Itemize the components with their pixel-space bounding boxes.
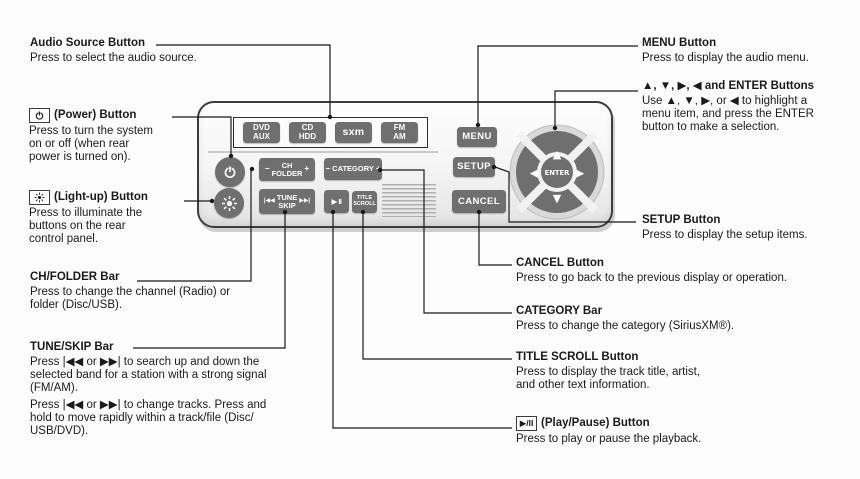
callout-title: ▶/II (Play/Pause) Button [516,416,701,431]
callout-title: CH/FOLDER Bar [30,271,120,283]
arrow-down-icon[interactable]: ▼ [553,192,562,205]
leader-title-scroll [362,213,512,360]
ch-folder-bar[interactable]: − CH FOLDER + [259,158,315,181]
power-icon [29,108,50,123]
callout-menu: MENU Button Press to display the audio m… [642,37,809,64]
callout-play-pause: ▶/II (Play/Pause) Button Press to play o… [516,416,702,445]
callout-title: SETUP Button [642,214,721,226]
menu-button[interactable]: MENU [457,127,497,147]
callout-title: TITLE SCROLL Button [516,351,639,363]
panel-divider [208,151,438,153]
cd-hdd-label-top: CD [301,123,314,133]
dvd-aux-button[interactable]: DVD AUX [243,122,280,143]
play-pause-icon: ▶ II [331,196,342,206]
callout-title: TUNE/SKIP Bar [30,341,114,353]
power-icon [224,166,236,179]
arrow-up-icon[interactable]: ▲ [553,148,562,161]
light-up-button[interactable] [214,188,244,218]
callout-dpad-enter: ▲, ▼, ▶, ◀ and ENTER Buttons Use ▲, ▼, ▶… [642,80,815,133]
callout-title: MENU Button [642,37,717,49]
audio-source-button-group: DVD AUX CD HDD sxm FM AM [233,117,428,148]
cd-hdd-label-bottom: HDD [298,131,317,141]
siriusxm-logo: sxm [342,125,365,138]
cd-hdd-button[interactable]: CD HDD [289,122,326,143]
rear-control-panel: DVD AUX CD HDD sxm FM AM [197,101,613,228]
fm-am-button[interactable]: FM AM [381,122,418,143]
cancel-button[interactable]: CANCEL [452,190,506,213]
callout-category: CATEGORY Bar Press to change the categor… [516,305,735,332]
tune-skip-label: TUNE SKIP [276,192,298,210]
callout-title: ▲, ▼, ▶, ◀ and ENTER Buttons [642,80,815,92]
fm-am-label-bottom: AM [393,131,406,141]
menu-label: MENU [462,131,492,143]
power-button[interactable] [215,157,245,187]
tune-skip-bar[interactable]: |◀◀ TUNE SKIP ▶▶| [259,189,315,214]
callout-tune-skip: TUNE/SKIP Bar Press |◀◀ or ▶▶| to search… [30,341,267,437]
callout-light-up: (Light-up) Button Press to illuminate th… [29,190,148,245]
callout-power: (Power) Button Press to turn the system … [29,108,153,163]
arrow-right-icon[interactable]: ▶ [576,167,585,180]
callout-ch-folder: CH/FOLDER Bar Press to change the channe… [30,271,231,311]
dvd-aux-label-top: DVD [253,123,270,133]
callout-title: CATEGORY Bar [516,305,603,317]
setup-label: SETUP [457,161,491,173]
category-minus[interactable]: − [325,163,331,173]
enter-label: ENTER [545,169,571,177]
directional-pad[interactable]: ENTER ▲ ▼ ◀ ▶ [507,122,607,222]
leader-play-pause [332,213,512,429]
callout-cancel: CANCEL Button Press to go back to the pr… [516,257,788,284]
title-scroll-button[interactable]: TITLE SCROLL [352,191,377,213]
callout-title: CANCEL Button [516,257,604,269]
setup-button[interactable]: SETUP [453,157,495,177]
ch-folder-plus[interactable]: + [304,164,310,174]
dvd-aux-label-bottom: AUX [253,131,270,141]
light-up-icon [221,195,237,211]
category-bar[interactable]: − CATEGORY + [324,158,382,180]
siriusxm-button[interactable]: sxm [335,122,372,143]
callout-title: (Light-up) Button [29,190,148,205]
category-plus[interactable]: + [375,163,381,173]
callout-title: Audio Source Button [30,37,145,49]
cancel-label: CANCEL [458,195,500,207]
speaker-grille [382,184,436,217]
skip-back-icon[interactable]: |◀◀ [263,198,275,205]
skip-forward-icon[interactable]: ▶▶| [299,198,311,205]
arrow-left-icon[interactable]: ◀ [530,167,539,180]
category-label: CATEGORY [332,164,374,174]
ch-folder-minus[interactable]: − [264,164,270,174]
callout-title-scroll: TITLE SCROLL Button Press to display the… [516,351,701,391]
callout-audio-source: Audio Source Button Press to select the … [30,37,197,64]
callout-setup: SETUP Button Press to display the setup … [642,214,808,241]
play-pause-icon: ▶/II [516,416,537,431]
light-up-icon [29,190,50,205]
fm-am-label-top: FM [393,123,406,133]
title-scroll-label-bottom: SCROLL [353,201,376,207]
callout-title: (Power) Button [29,108,153,123]
ch-folder-label: CH FOLDER [271,160,303,178]
play-pause-button[interactable]: ▶ II [324,190,349,213]
title-scroll-label-top: TITLE [356,195,373,202]
